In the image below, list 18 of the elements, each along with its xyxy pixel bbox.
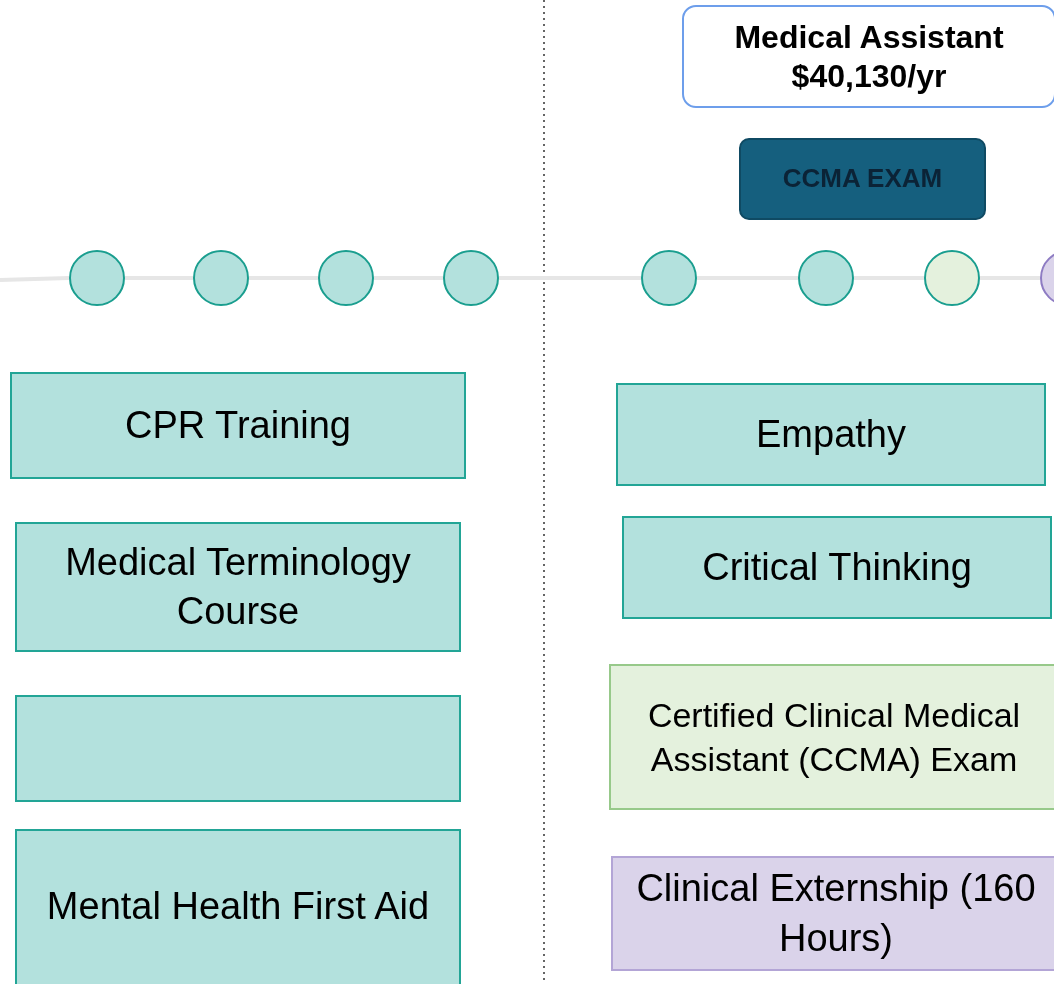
skill-box: CPR Training bbox=[10, 372, 466, 479]
timeline-line bbox=[0, 276, 70, 282]
timeline-dot bbox=[443, 250, 499, 306]
timeline-dot bbox=[69, 250, 125, 306]
timeline-dot bbox=[193, 250, 249, 306]
skill-box: Empathy bbox=[616, 383, 1046, 486]
skill-box bbox=[15, 695, 461, 802]
skill-box: Critical Thinking bbox=[622, 516, 1052, 619]
timeline-dot bbox=[798, 250, 854, 306]
externship-box: Clinical Externship (160 Hours) bbox=[611, 856, 1054, 971]
timeline-dot bbox=[318, 250, 374, 306]
certification-badge: CCMA EXAM bbox=[739, 138, 986, 220]
timeline-dot bbox=[641, 250, 697, 306]
skill-box: Medical Terminology Course bbox=[15, 522, 461, 652]
timeline-dot bbox=[924, 250, 980, 306]
skill-box: Mental Health First Aid bbox=[15, 829, 461, 984]
job-title-box: Medical Assistant $40,130/yr bbox=[682, 5, 1054, 108]
exam-box: Certified Clinical Medical Assistant (CCMA) Exam bbox=[609, 664, 1054, 810]
